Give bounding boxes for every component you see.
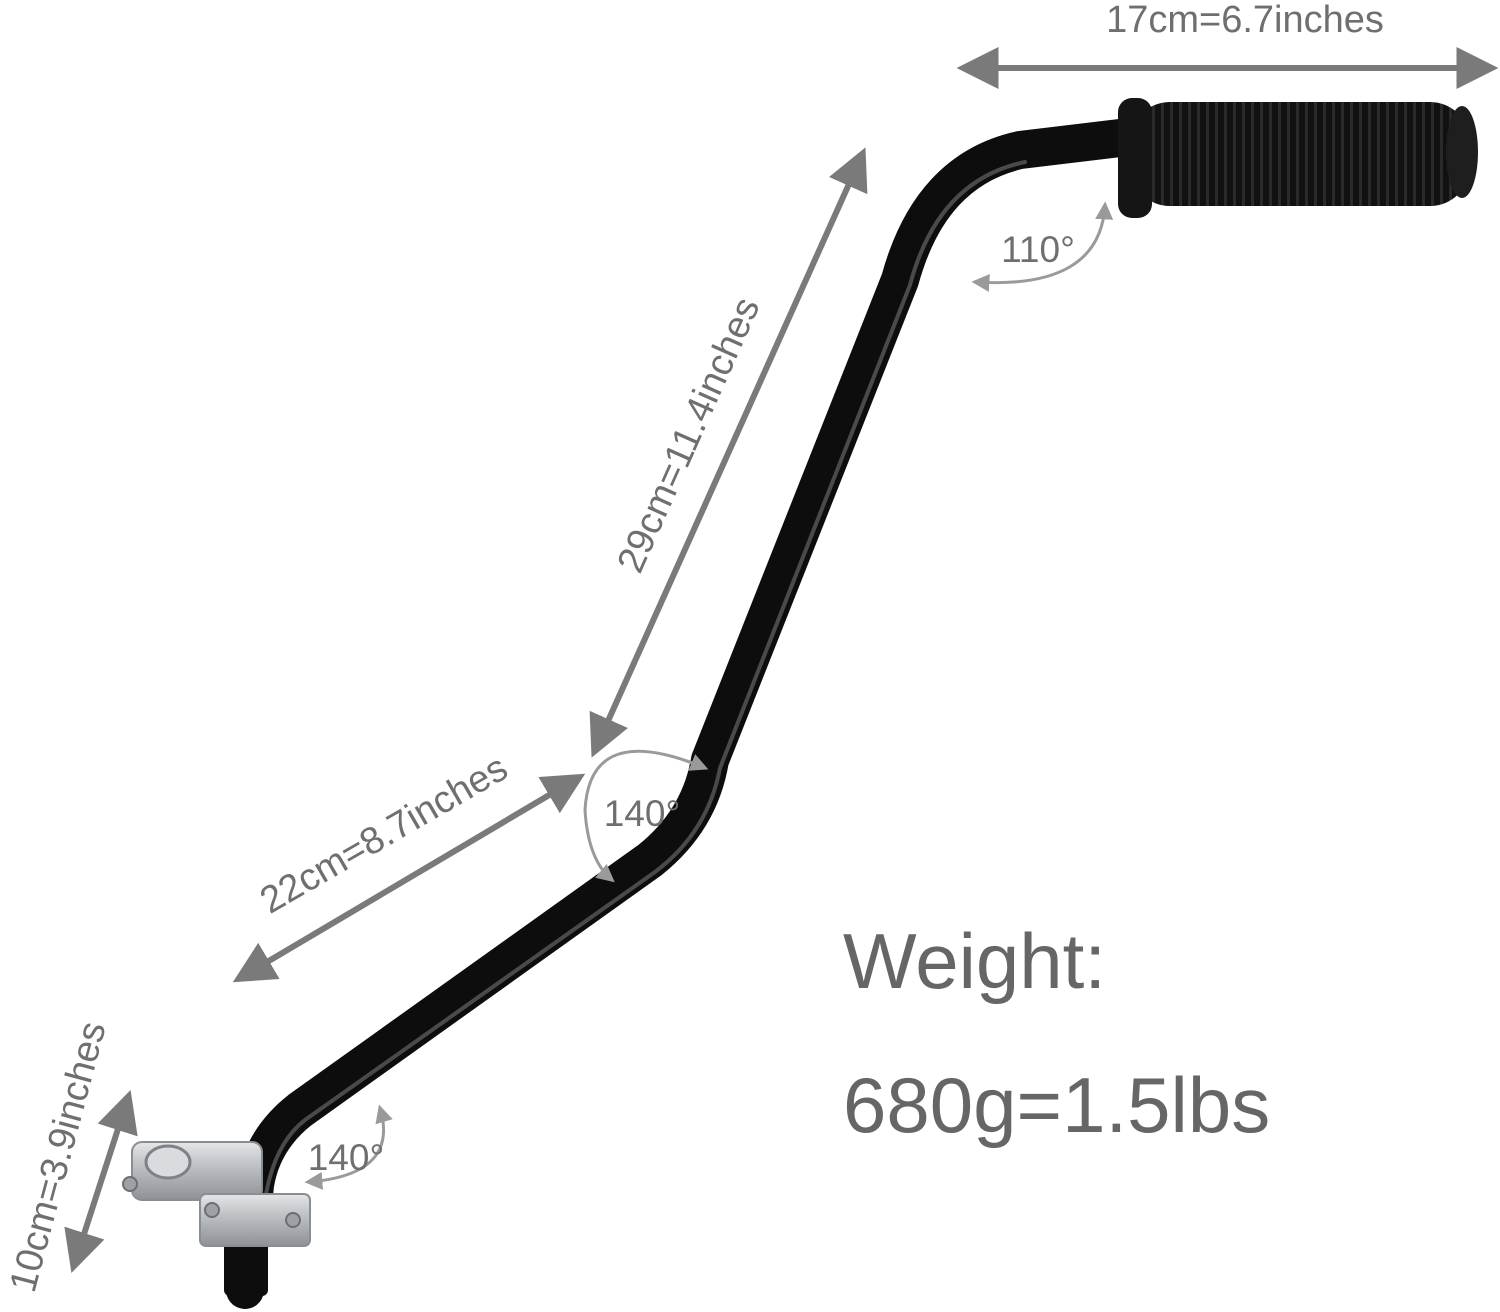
label-grip-length: 17cm=6.7inches	[1106, 0, 1384, 41]
clamp-bore	[144, 1144, 192, 1180]
dim-arrow-mount	[64, 1090, 138, 1273]
arc-top-bend	[971, 201, 1114, 292]
weight-value: 680g=1.5lbs	[843, 1061, 1270, 1149]
angle-arcs	[304, 201, 1114, 1190]
arc-bottom-bend	[304, 1104, 393, 1190]
label-mount-segment: 10cm=3.9inches	[2, 1017, 114, 1296]
label-angle-middle: 140°	[604, 793, 681, 834]
clamp-screw-right	[285, 1212, 301, 1228]
foam-grip	[1118, 98, 1478, 218]
clamp-screw-mid	[204, 1202, 220, 1218]
weight-label: Weight:	[843, 917, 1106, 1005]
grip-collar	[1118, 98, 1152, 218]
grip-end-cap	[1446, 106, 1478, 198]
label-angle-bottom: 140°	[308, 1137, 385, 1178]
label-angle-top: 110°	[1001, 229, 1075, 270]
clamp-screw-left	[122, 1176, 138, 1192]
dim-arrow-middle	[232, 773, 586, 983]
dimension-lines	[64, 47, 1499, 1273]
arc-middle-bend	[583, 749, 709, 883]
dim-arrow-upper	[589, 147, 868, 758]
clamp-lower-band	[199, 1193, 311, 1247]
grip-body	[1130, 102, 1470, 206]
